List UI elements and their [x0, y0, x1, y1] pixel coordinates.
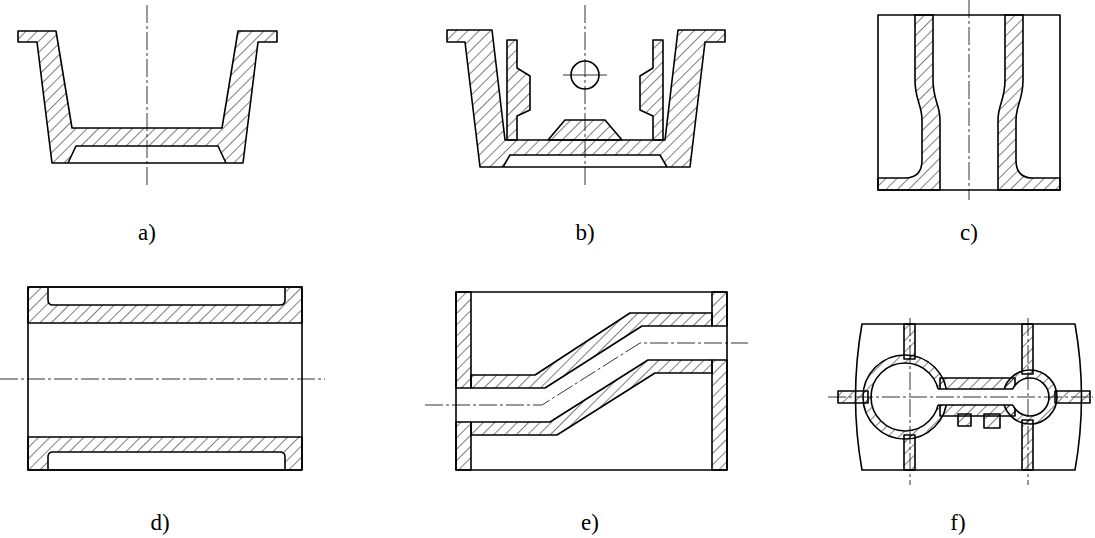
section-c: [878, 0, 1060, 200]
figure-label: c): [960, 221, 978, 244]
section-b: [447, 5, 725, 187]
figure-label: e): [581, 511, 599, 534]
section-f: [828, 318, 1093, 485]
section-a: [18, 5, 277, 185]
figure-label: d): [150, 511, 169, 534]
section-e: [425, 292, 748, 470]
section-d: [0, 287, 325, 470]
figure-label: b): [575, 221, 594, 244]
figure-label: a): [138, 221, 156, 244]
figure-label: f): [950, 511, 965, 534]
